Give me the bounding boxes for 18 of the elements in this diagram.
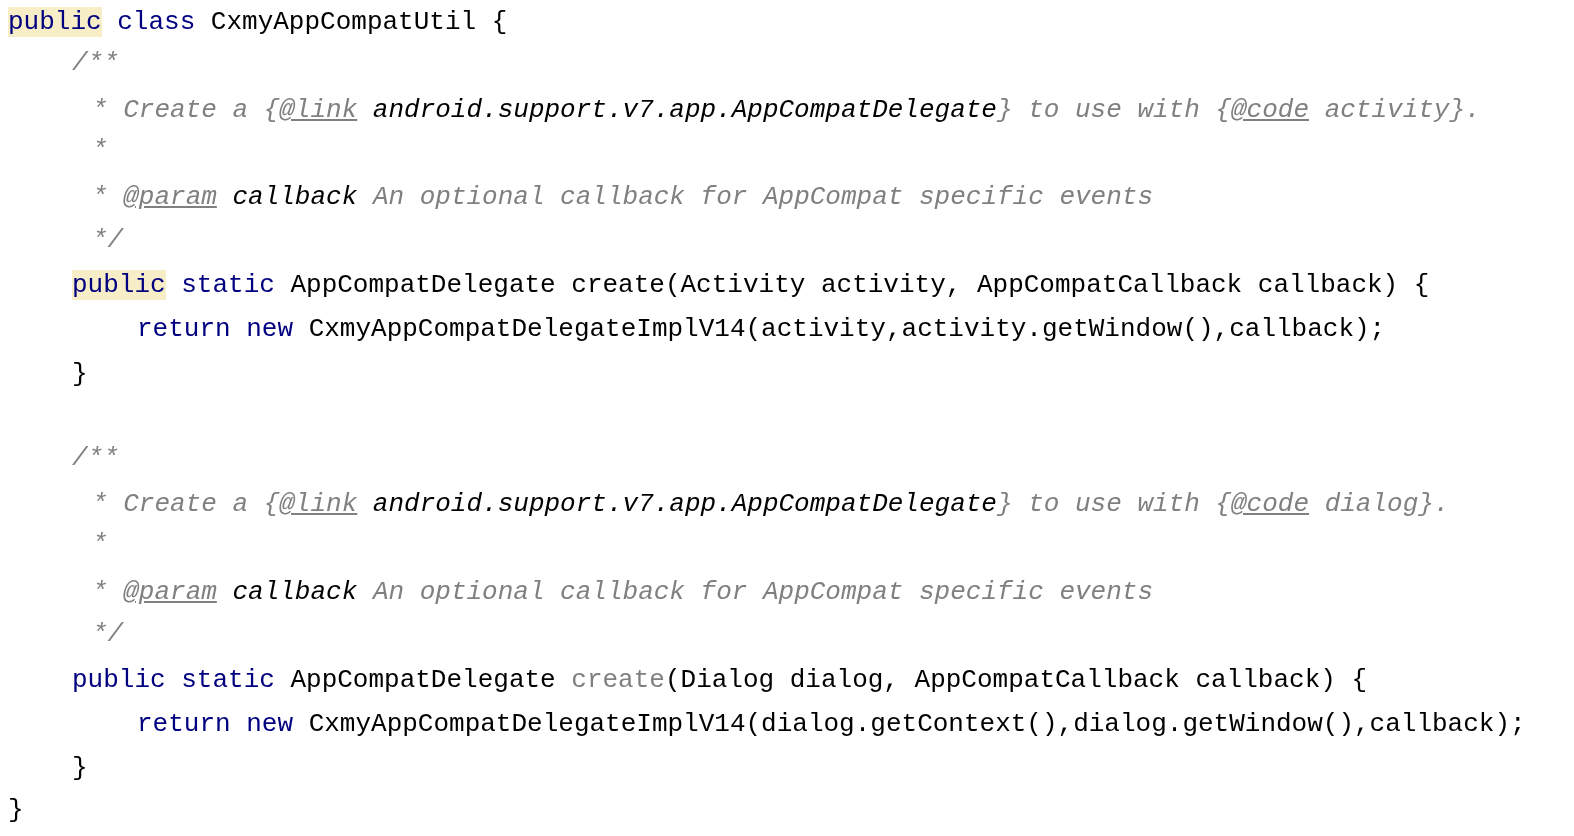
- code-comment: * Create a {@link android.support.v7.app.AppCompatDelegate} to use with {@code activity}.: [92, 94, 1481, 127]
- code-comment: /**: [72, 47, 119, 80]
- code-line: public static AppCompatDelegate create(Activity activity, AppCompatCallback callback) {: [72, 269, 1430, 302]
- code-line: public static AppCompatDelegate create(Dialog dialog, AppCompatCallback callback) {: [72, 664, 1368, 697]
- code-line: }: [72, 358, 88, 391]
- code-line: public class CxmyAppCompatUtil {: [8, 6, 508, 39]
- code-comment: *: [92, 134, 108, 167]
- code-line: }: [72, 752, 88, 785]
- code-line: }: [8, 794, 24, 827]
- code-line: return new CxmyAppCompatDelegateImplV14(activity,activity.getWindow(),callback);: [137, 313, 1386, 346]
- code-comment: /**: [72, 442, 119, 475]
- code-line: return new CxmyAppCompatDelegateImplV14(dialog.getContext(),dialog.getWindow(),callback);: [137, 708, 1526, 741]
- code-comment: * @param callback An optional callback for AppCompat specific events: [92, 181, 1153, 214]
- code-comment: *: [92, 528, 108, 561]
- code-comment: */: [92, 224, 124, 257]
- code-comment: * @param callback An optional callback for AppCompat specific events: [92, 576, 1153, 609]
- code-comment: * Create a {@link android.support.v7.app.AppCompatDelegate} to use with {@code dialog}.: [92, 488, 1450, 521]
- code-comment: */: [92, 618, 124, 651]
